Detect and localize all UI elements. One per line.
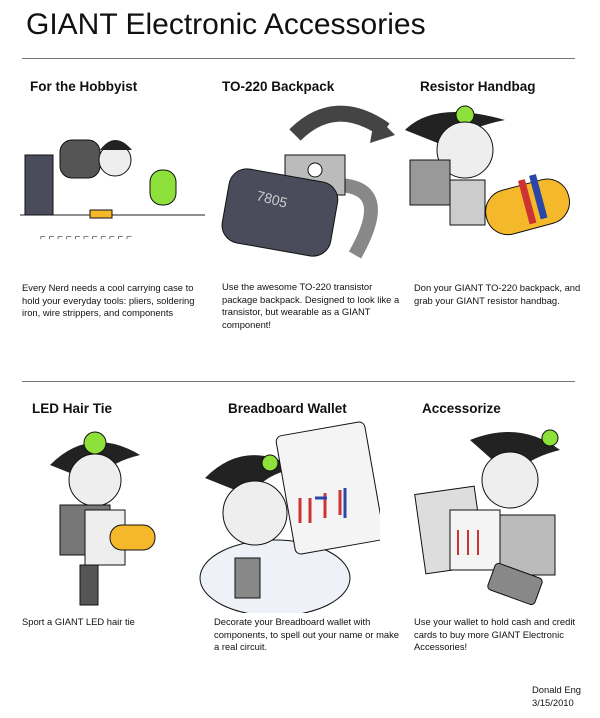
heading-backpack: TO-220 Backpack [222, 79, 335, 94]
heading-hobbyist: For the Hobbyist [30, 79, 138, 94]
divider-middle [22, 381, 575, 382]
heading-breadboard-wallet: Breadboard Wallet [228, 401, 347, 416]
heading-handbag: Resistor Handbag [420, 79, 536, 94]
backpack-illustration: 7805 [221, 105, 395, 259]
accessorize-illustration [414, 429, 560, 606]
caption-hobbyist: Every Nerd needs a cool carrying case to… [22, 282, 195, 319]
heading-led-hair-tie: LED Hair Tie [32, 401, 113, 416]
signature: Donald Eng 3/15/2010 [532, 684, 581, 709]
led-hair-tie-illustration [50, 431, 156, 606]
caption-breadboard-wallet: Decorate your Breadboard wallet with com… [214, 616, 399, 653]
breadboard-wallet-illustration [199, 421, 380, 613]
author-date: 3/15/2010 [532, 696, 574, 708]
heading-accessorize: Accessorize [422, 401, 501, 416]
resistor-handbag-illustration [405, 105, 570, 236]
author-name: Donald Eng [532, 684, 581, 695]
caption-accessorize: Use your wallet to hold cash and credit … [414, 616, 576, 653]
page-title: GIANT Electronic Accessories [26, 8, 426, 41]
caption-handbag: Don your GIANT TO-220 backpack, and grab… [414, 282, 581, 306]
hobbyist-illustration: ⌐ ⌐ ⌐ ⌐ ⌐ ⌐ ⌐ ⌐ ⌐ ⌐ ⌐ [20, 139, 205, 243]
divider-top [22, 58, 575, 59]
caption-led-hair-tie: Sport a GIANT LED hair tie [22, 616, 135, 627]
caption-backpack: Use the awesome TO-220 transistor packag… [222, 281, 400, 330]
chip-label: 7805 [255, 187, 289, 211]
svg-text:⌐ ⌐ ⌐ ⌐ ⌐ ⌐ ⌐ ⌐ ⌐ ⌐ ⌐: ⌐ ⌐ ⌐ ⌐ ⌐ ⌐ ⌐ ⌐ ⌐ ⌐ ⌐ [40, 232, 132, 243]
